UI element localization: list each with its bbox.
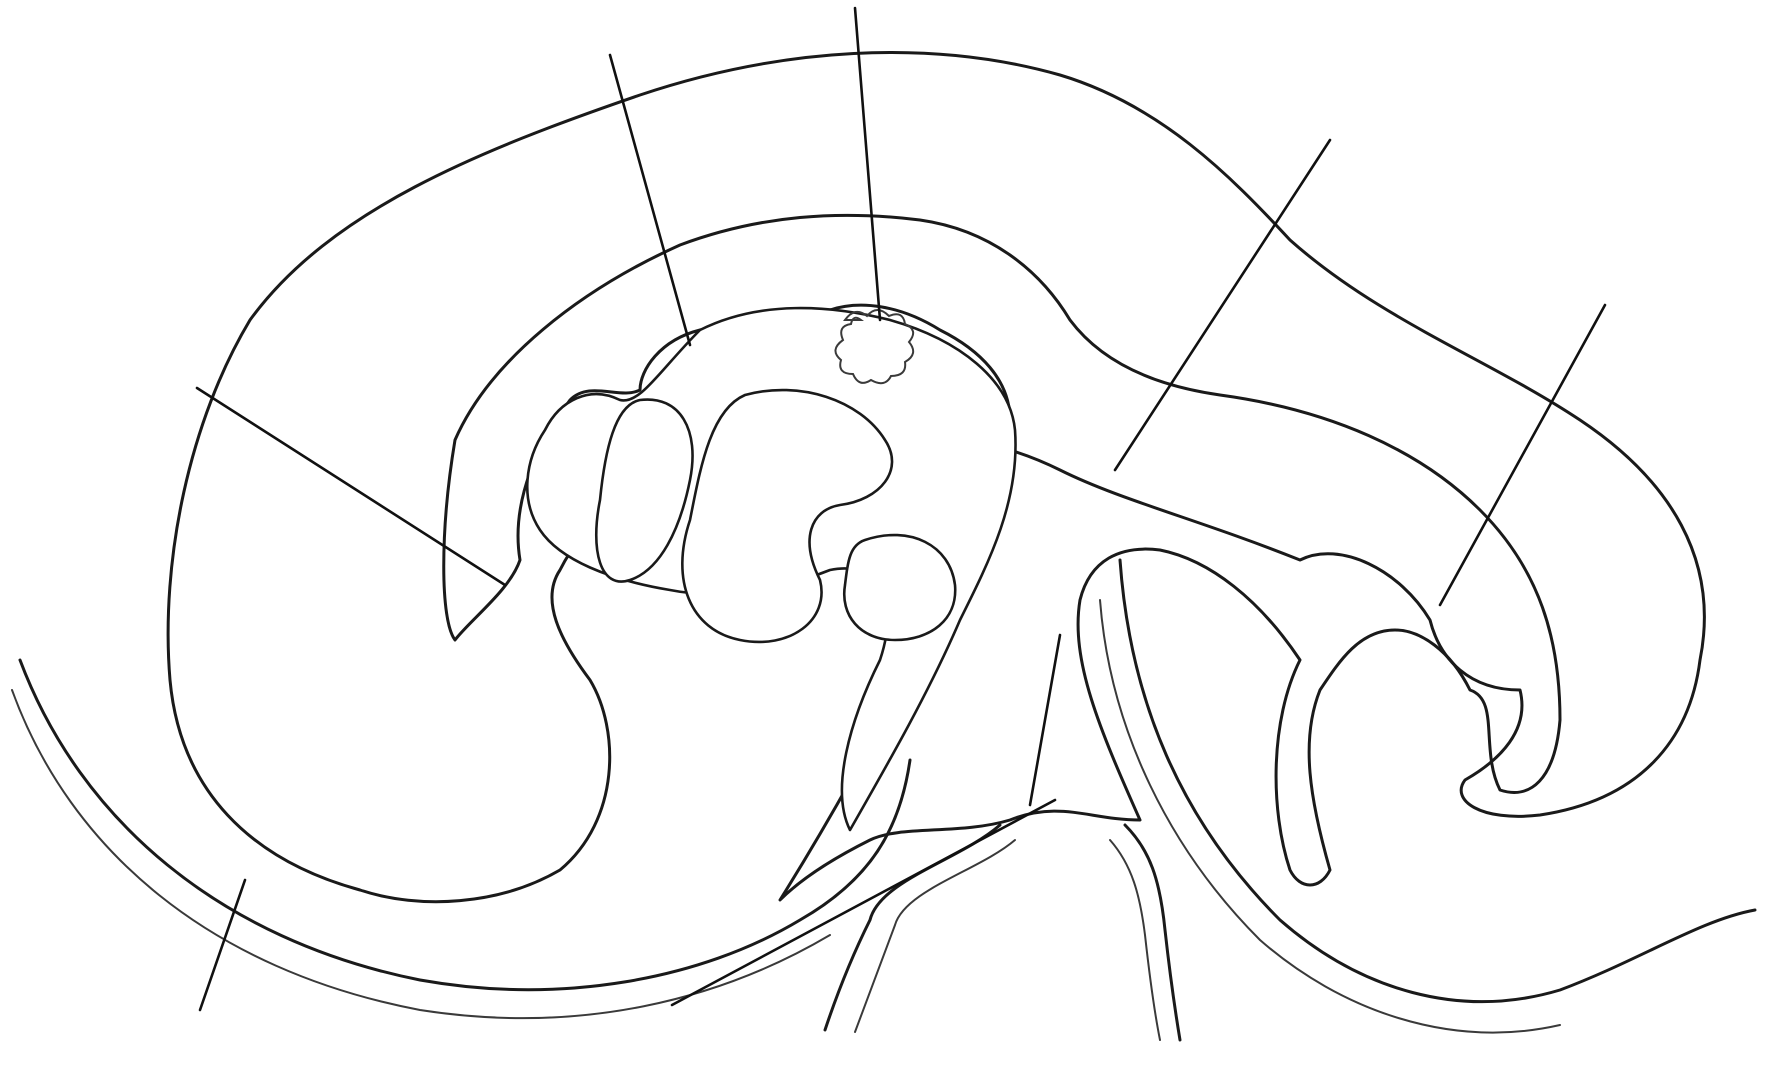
inner-blob-right: [844, 535, 955, 640]
outer-membrane-curve-left-faint: [12, 690, 830, 1018]
leader-line-5: [1440, 305, 1605, 605]
tubular-stalk-right-outer: [1125, 825, 1180, 1040]
leader-line-6: [1030, 635, 1060, 805]
tubular-stalk-left-outer: [825, 825, 1000, 1030]
leader-line-2: [610, 55, 690, 345]
leader-line-3: [855, 8, 880, 320]
leader-line-4: [1115, 140, 1330, 470]
leader-line-1: [197, 388, 505, 585]
outer-membrane-curve-left: [20, 660, 910, 990]
tubular-stalk-left-inner: [855, 840, 1015, 1032]
leader-line-8: [200, 880, 245, 1010]
leader-line-7: [672, 800, 1055, 1005]
outer-membrane-curve-right: [1120, 560, 1755, 1002]
